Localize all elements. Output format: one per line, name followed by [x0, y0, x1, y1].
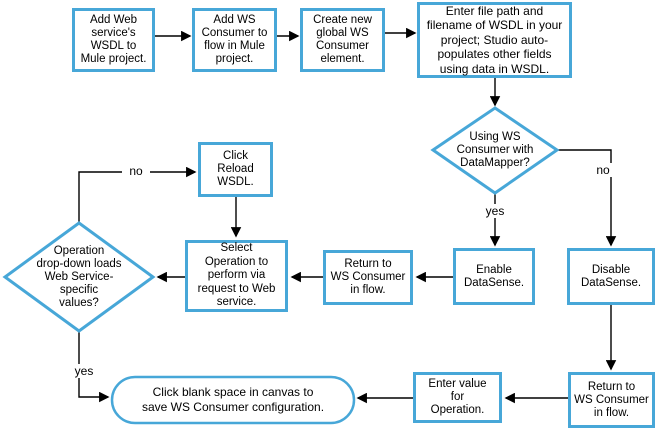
- node-enable-datasense: Enable DataSense.: [453, 248, 535, 305]
- decision-dropdown-loads-shape: [2, 221, 156, 333]
- edge-label-yes-dropdown: yes: [68, 364, 100, 378]
- node-enter-path: Enter file path and filename of WSDL in …: [417, 2, 572, 78]
- node-select-operation: Select Operation to perform via request …: [185, 240, 288, 312]
- node-disable-datasense: Disable DataSense.: [567, 248, 655, 305]
- edge-yes-to-save: [78, 331, 110, 403]
- terminator-save-config-shape: [110, 375, 356, 425]
- edge-no-to-click-reload: [78, 166, 197, 223]
- edge-label-no-datamapper: no: [590, 163, 616, 177]
- edge-label-no-dropdown: no: [122, 164, 150, 178]
- edge-no-to-disable: [557, 149, 617, 247]
- decision-dropdown-loads-label: Operation drop-down loads Web Service- s…: [36, 244, 122, 309]
- edge-label-yes-datamapper: yes: [478, 204, 512, 218]
- decision-using-datamapper-shape: [430, 106, 560, 195]
- node-create-global: Create new global WS Consumer element.: [300, 8, 385, 72]
- node-add-wsdl: Add Web service's WSDL to Mule project.: [72, 8, 155, 72]
- terminator-save-config-label: Click blank space in canvas to save WS C…: [141, 385, 325, 414]
- node-add-consumer: Add WS Consumer to flow in Mule project.: [192, 8, 277, 72]
- node-return-bottom: Return to WS Consumer in flow.: [568, 372, 655, 428]
- node-return-mid: Return to WS Consumer in flow.: [323, 250, 413, 305]
- node-enter-value: Enter value for Operation.: [413, 372, 502, 423]
- node-click-reload: Click Reload WSDL.: [198, 142, 273, 197]
- decision-using-datamapper-label: Using WS Consumer with DataMapper?: [456, 131, 534, 169]
